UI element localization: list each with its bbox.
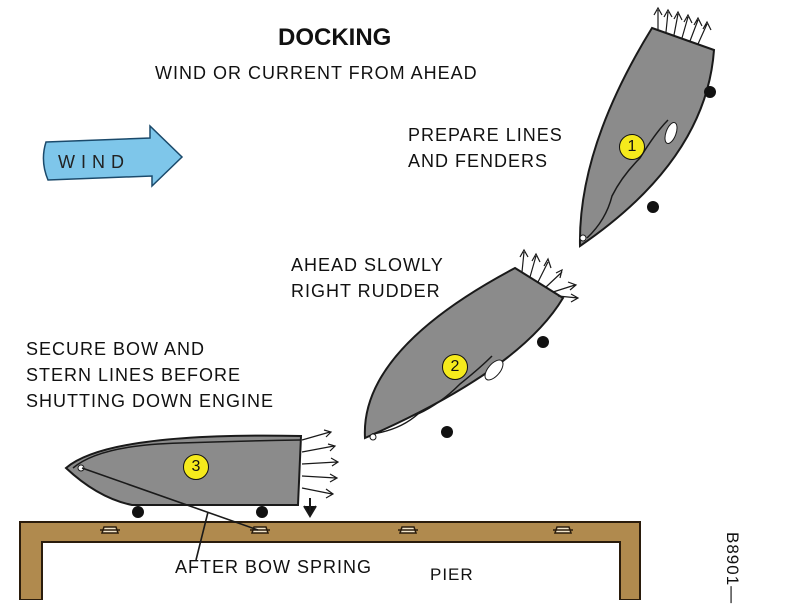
step-1-note: PREPARE LINES AND FENDERS [408,122,563,174]
boat-2-prop-wash [519,248,580,303]
wind-arrow [42,124,184,188]
boat-2 [363,248,580,441]
boat-1 [578,6,716,248]
boat-3-stern-line-arrow [303,498,317,518]
pier-label: PIER [430,565,474,584]
fender [704,86,716,98]
step-1-marker: 1 [619,134,645,160]
step-2-note-line: RIGHT RUDDER [291,281,441,301]
step-3-note-line: SECURE BOW AND [26,339,206,359]
page-title: DOCKING [278,24,392,51]
boat-2-windshield [484,359,504,381]
boat-1-bow-cleat [579,234,587,242]
pier-cleat [553,526,573,534]
page-subtitle: WIND OR CURRENT FROM AHEAD [155,63,478,83]
pier [19,521,641,600]
after-bow-spring-label: AFTER BOW SPRING [175,557,373,577]
boat-1-prop-wash [653,6,712,45]
boat-3-prop-wash [301,429,340,499]
step-3-marker: 3 [183,454,209,480]
step-3-note-line: SHUTTING DOWN ENGINE [26,391,274,411]
boat-1-deck-line [586,119,669,239]
boat-2-bow-cleat [369,433,377,441]
pier-cleat [398,526,418,534]
pier-cleat [100,526,120,534]
fender [256,506,268,518]
fender [132,506,144,518]
step-2-note: AHEAD SLOWLY RIGHT RUDDER [291,252,444,304]
boat-3-deck-line [72,439,301,469]
figure-code: B8901— [723,532,742,604]
step-3-note: SECURE BOW AND STERN LINES BEFORE SHUTTI… [26,336,274,414]
step-2-note-line: AHEAD SLOWLY [291,255,444,275]
boat-1-windshield [664,122,678,144]
step-1-note-line: AND FENDERS [408,151,549,171]
pier-cleats [100,526,573,534]
step-1-note-line: PREPARE LINES [408,125,563,145]
fender [441,426,453,438]
after-bow-spring-line [81,467,259,561]
wind-label: WIND [58,152,130,172]
fender [537,336,549,348]
boat-2-deck-line [371,355,493,435]
step-3-note-line: STERN LINES BEFORE [26,365,242,385]
boat-2-hull [363,266,565,440]
fender [647,201,659,213]
step-2-marker: 2 [442,354,468,380]
boat-1-hull [578,26,716,248]
